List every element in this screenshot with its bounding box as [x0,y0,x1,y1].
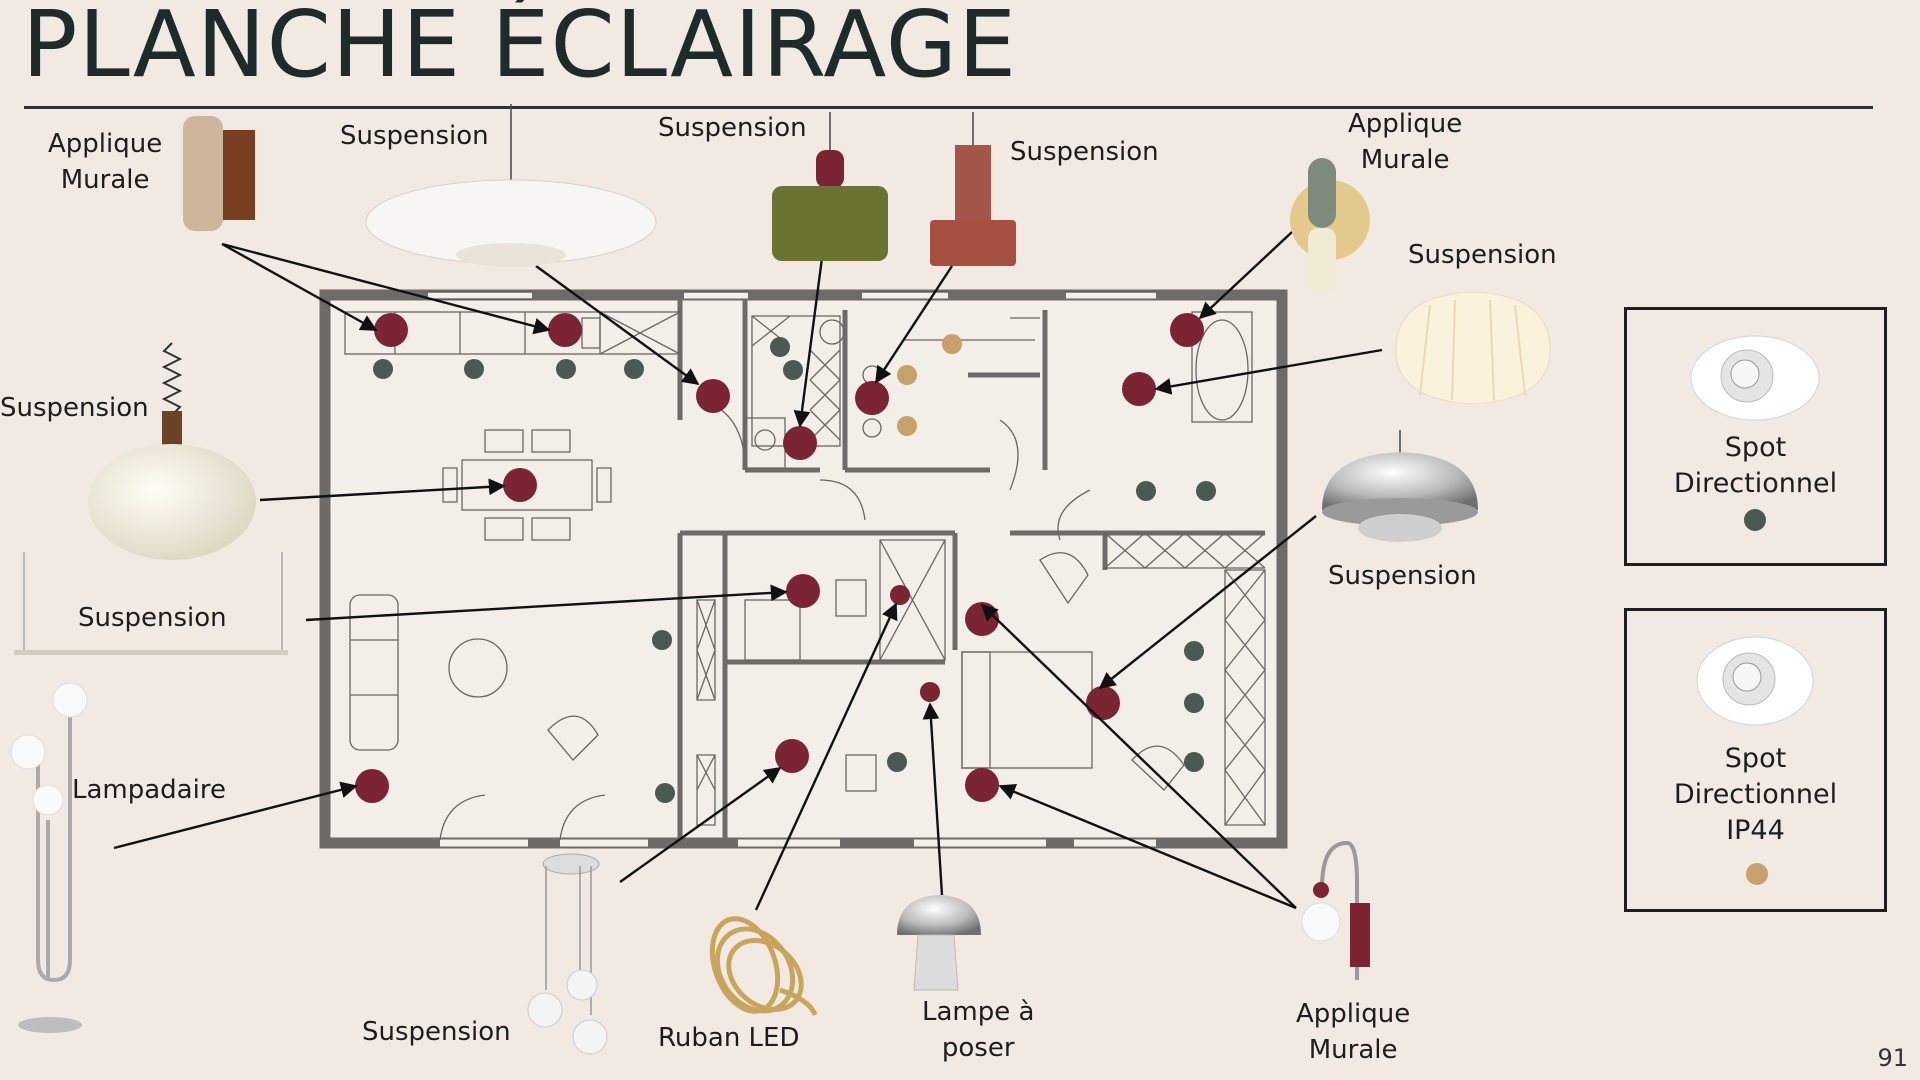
floor-lamp-icon [10,682,88,1033]
page-number: 91 [1877,1044,1908,1072]
led-strip-icon [709,916,818,1016]
label-lampadaire: Lampadaire [72,775,226,805]
label-suspension-red-glass: Suspension [1010,137,1159,167]
linear-pendant-icon [14,552,288,655]
label-suspension-linear: Suspension [78,603,227,633]
label-applique-top-left: Applique Murale [48,129,163,195]
cluster-pendant-icon [527,853,608,1055]
label-ruban-led: Ruban LED [658,1023,800,1053]
title-divider [24,106,1873,109]
label-suspension-saucer: Suspension [340,121,489,151]
label-applique-top-right: Applique Murale [1348,109,1463,175]
legend-spot-directionnel: Spot Directionnel [1624,307,1887,566]
label-suspension-green: Suspension [658,113,807,143]
burgundy-wall-light-icon [1301,840,1370,980]
mushroom-table-lamp-icon [897,895,981,991]
red-glass-pendant-icon [930,112,1016,266]
floor-plan [319,289,1288,849]
green-cylinder-pendant-icon [772,112,888,261]
annotation-arrows [113,231,1383,911]
label-suspension-pleated: Suspension [1408,240,1557,270]
label-lampe-a-poser: Lampe à poser [922,997,1035,1063]
travertine-wall-light-icon [183,116,255,231]
legend-label: Spot Directionnel IP44 [1673,743,1838,846]
gold-markers [897,334,962,436]
legend-label: Spot Directionnel [1673,432,1838,499]
saucer-pendant-icon [365,104,657,267]
red-markers [355,313,1204,803]
legend-spot-directionnel-ip44: Spot Directionnel IP44 [1624,608,1887,912]
green-markers [373,337,1216,803]
pleated-pendant-icon [1395,291,1551,405]
modern-wall-light-icon [1290,158,1370,292]
label-suspension-opal: Suspension [0,393,149,423]
opal-globe-pendant-icon [88,342,256,560]
label-suspension-chrome: Suspension [1328,561,1477,591]
page-title: PLANCHE ÉCLAIRAGE [22,0,1018,98]
spotlight-icon [1696,636,1814,885]
label-suspension-cluster: Suspension [362,1017,511,1047]
spotlight-icon [1690,335,1820,531]
chrome-dome-pendant-icon [1322,430,1478,542]
label-applique-bottom-right: Applique Murale [1296,999,1411,1065]
